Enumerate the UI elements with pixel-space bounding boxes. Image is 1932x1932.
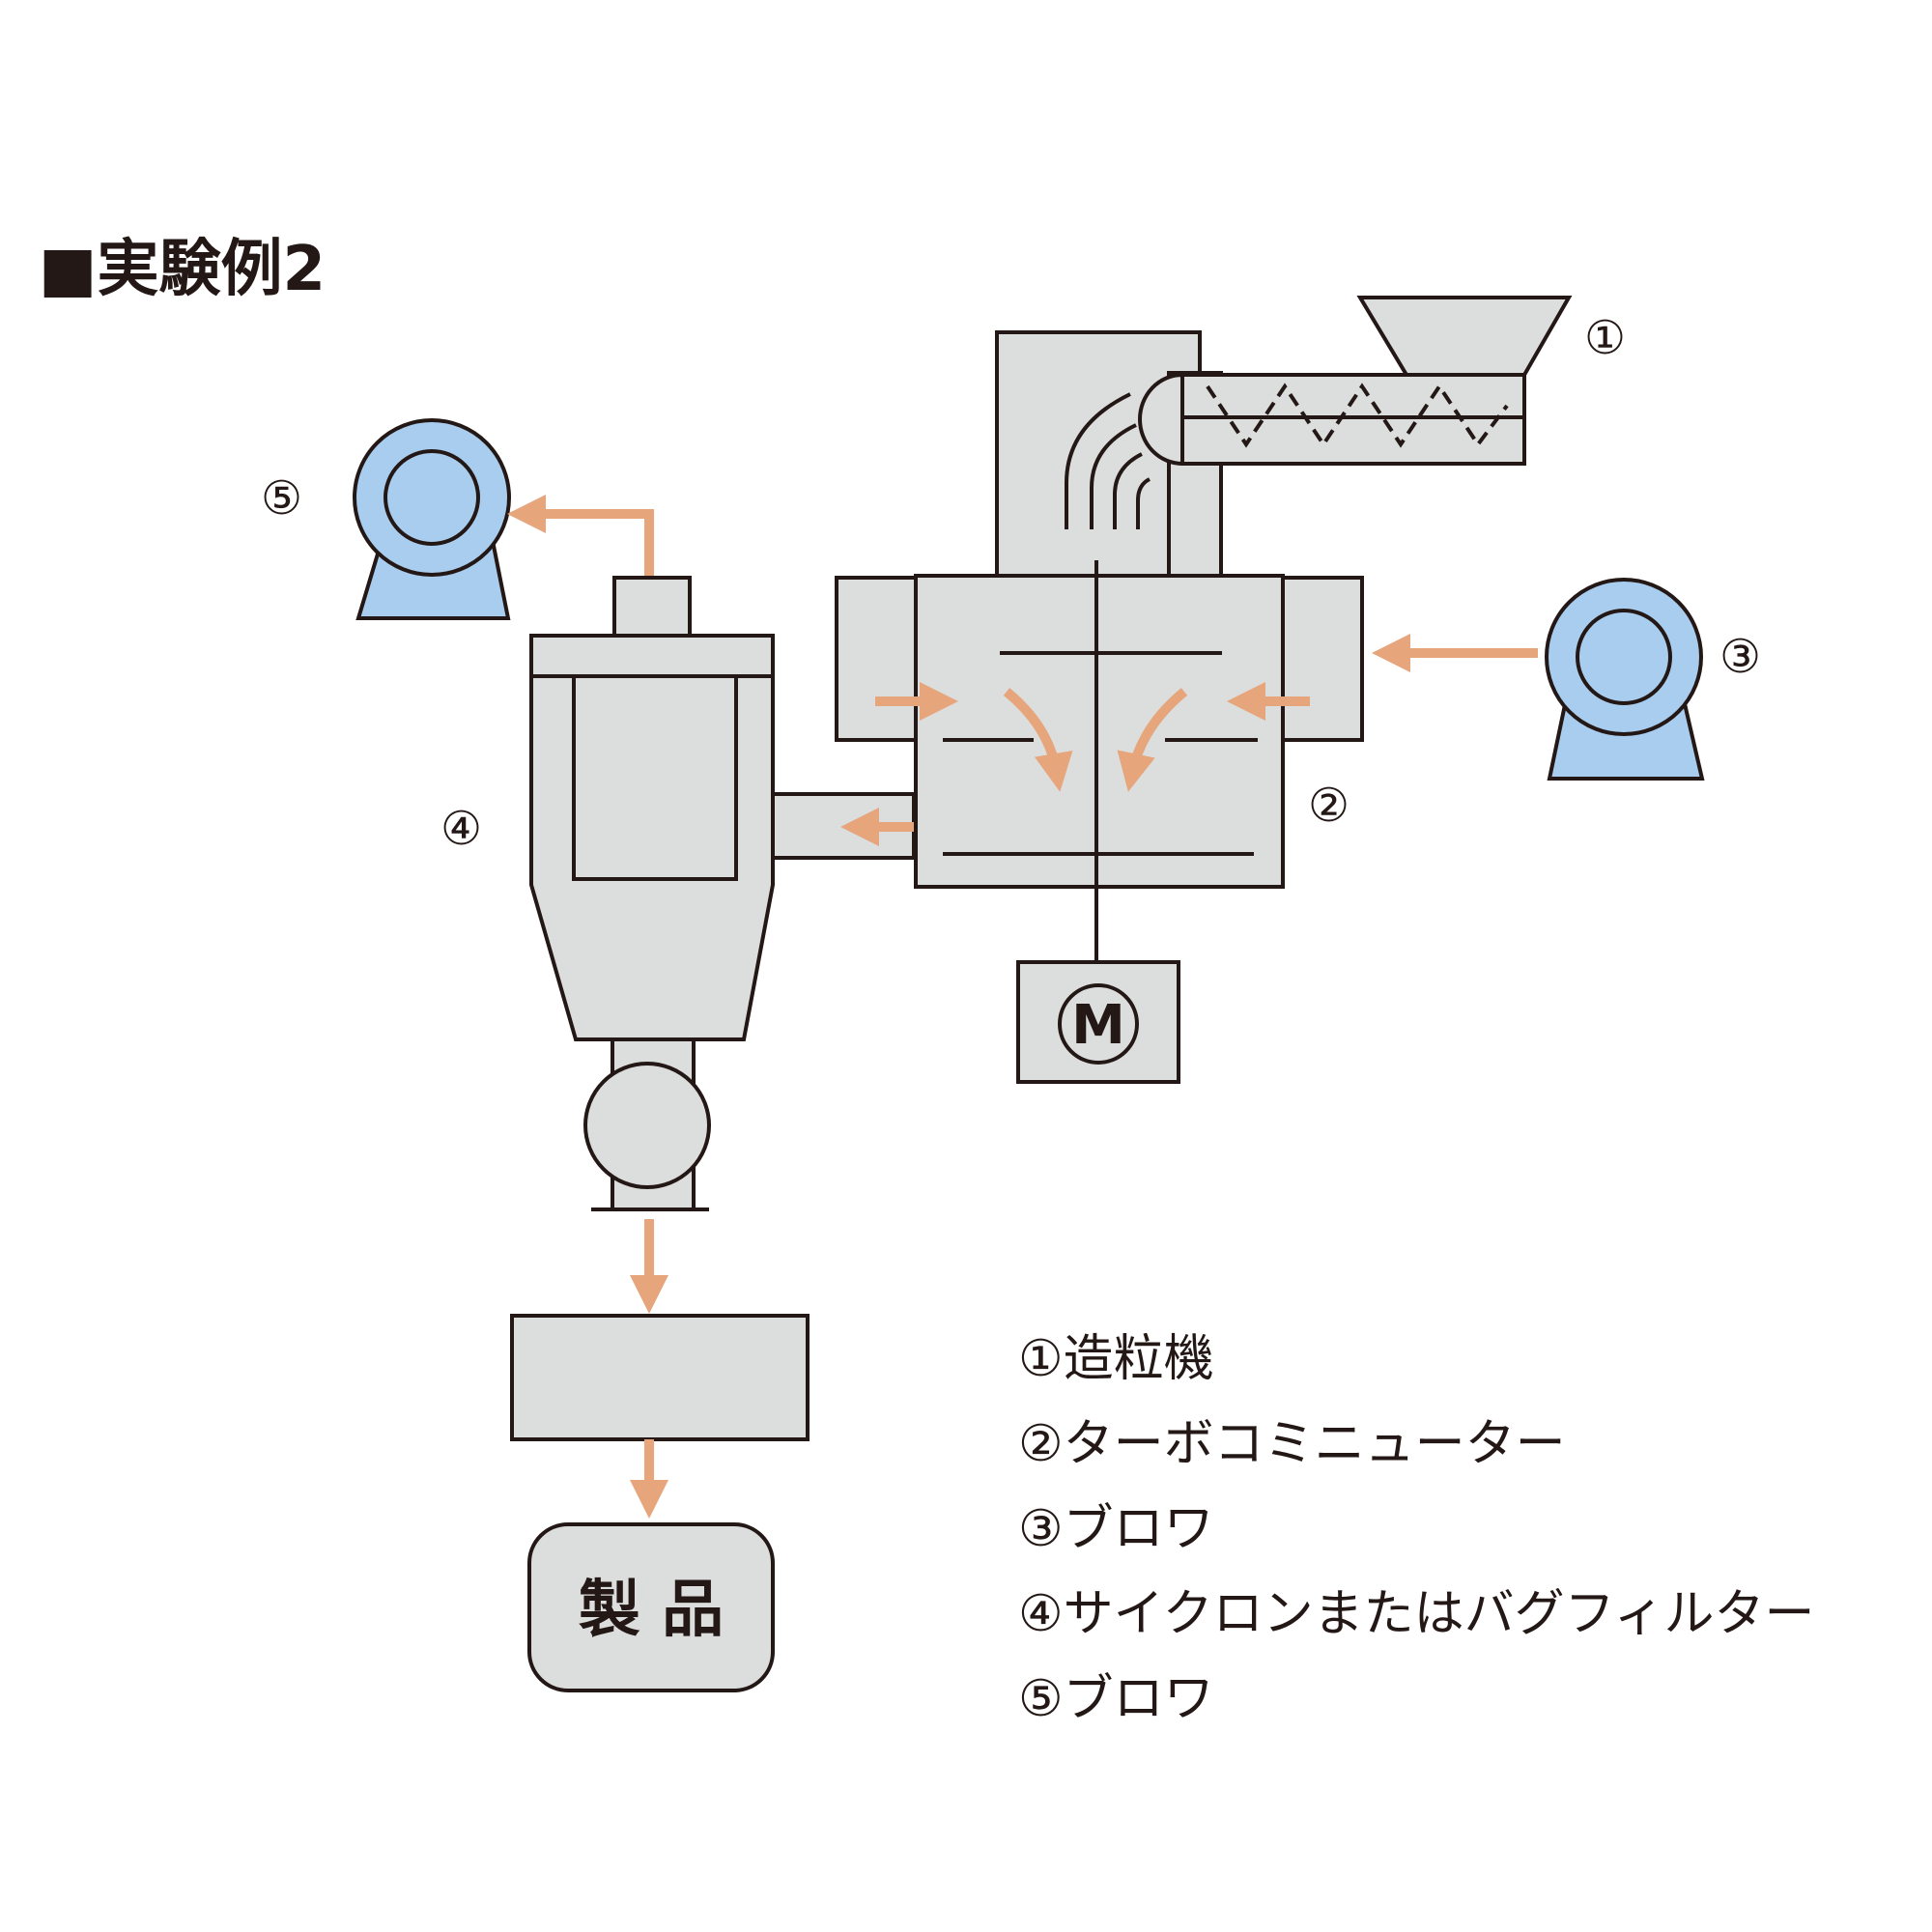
legend-item: ②ターボコミニューター (1018, 1415, 1566, 1473)
granulator (1138, 296, 1573, 467)
legend-item: ③ブロワ (1018, 1500, 1214, 1558)
blower-5 (353, 418, 511, 620)
label-granulator: ① (1584, 311, 1626, 365)
blower-3 (1545, 578, 1705, 781)
product-box (527, 1522, 775, 1692)
page-title: ■実験例2 (39, 234, 326, 305)
label-cyclone: ④ (440, 802, 482, 856)
flow-arrow-swirl-right (1117, 688, 1188, 792)
motor (1016, 960, 1180, 1084)
flow-arrow-swirl-left (1003, 688, 1073, 792)
flow-arrow-to-blower-5 (507, 495, 654, 580)
label-blower-3: ③ (1719, 630, 1761, 684)
cyclone (529, 576, 775, 1211)
hopper-box (510, 1314, 810, 1441)
legend-item: ④サイクロンまたはバグフィルター (1018, 1585, 1815, 1643)
label-turbo-comminutor: ② (1308, 779, 1350, 833)
motor-label: M (1071, 994, 1125, 1057)
product-label: 製 品 (579, 1575, 724, 1646)
legend-item: ⑤ブロワ (1018, 1670, 1214, 1728)
legend: ①造粒機 ②ターボコミニューター ③ブロワ ④サイクロンまたはバグフィルター ⑤… (1018, 1330, 1815, 1728)
label-blower-5: ⑤ (261, 471, 302, 526)
legend-item: ①造粒機 (1018, 1330, 1214, 1388)
